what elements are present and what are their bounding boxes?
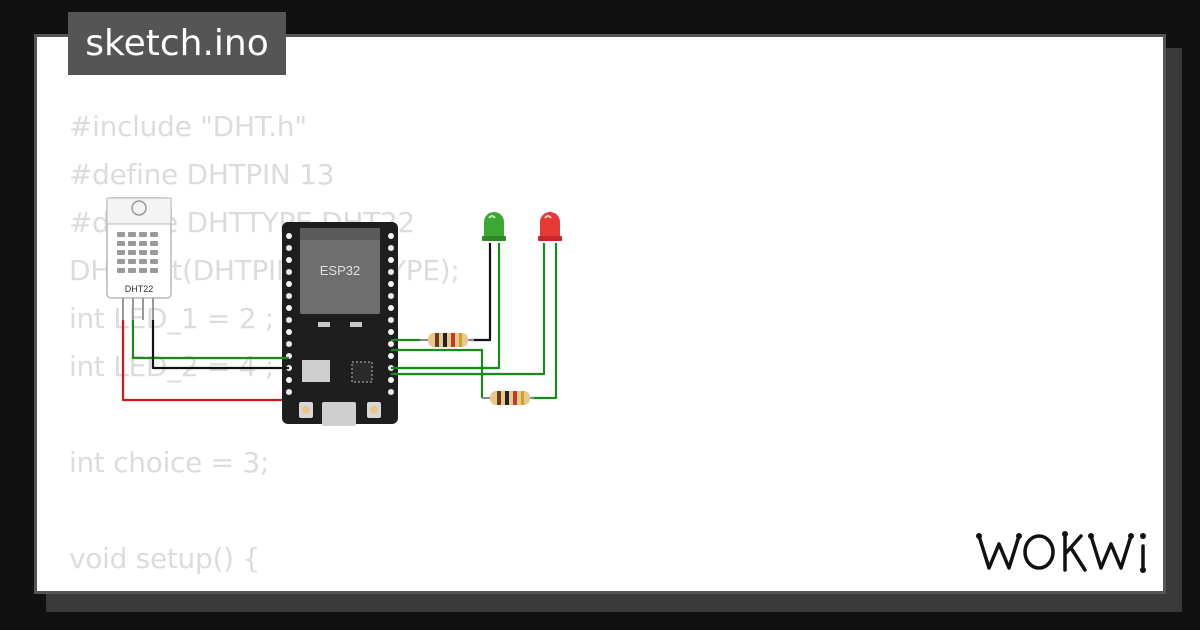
code-line: int LED_1 = 2 ; — [69, 302, 274, 335]
code-line: void setup() { — [69, 542, 260, 575]
wire-led1-b — [391, 243, 501, 370]
code-line: #define DHTPIN 13 — [69, 158, 335, 191]
wire-led2-gnd — [532, 243, 558, 400]
file-tab[interactable]: sketch.ino — [68, 12, 286, 75]
wire-gnd — [151, 320, 289, 370]
code-line: #include "DHT.h" — [69, 110, 307, 143]
dht22-sensor[interactable]: DHT22 — [106, 197, 172, 320]
resistor-1[interactable] — [420, 333, 474, 347]
led-red[interactable] — [538, 212, 562, 241]
wire-led2-b — [391, 243, 546, 376]
preview-card: #include "DHT.h" #define DHTPIN 13 #defi… — [34, 34, 1166, 594]
dht22-label: DHT22 — [125, 284, 154, 294]
wire-led1-gnd — [470, 243, 492, 342]
resistor-2[interactable] — [482, 391, 534, 405]
wire-data — [131, 320, 289, 360]
wires — [121, 243, 558, 402]
code-line: int choice = 3; — [69, 446, 270, 479]
code-line: int LED_2 = 4 ; — [69, 350, 274, 383]
esp32-right-pins — [388, 233, 394, 395]
led-green[interactable] — [482, 212, 506, 241]
esp32-board[interactable]: ESP32 — [282, 222, 398, 426]
wire-vcc — [121, 320, 282, 402]
wire-led2-a — [391, 348, 484, 398]
esp32-label: ESP32 — [320, 263, 360, 278]
esp32-left-pins — [286, 233, 292, 395]
wokwi-logo — [976, 531, 1146, 573]
code-line: Serial.begin(115200); — [69, 583, 460, 591]
